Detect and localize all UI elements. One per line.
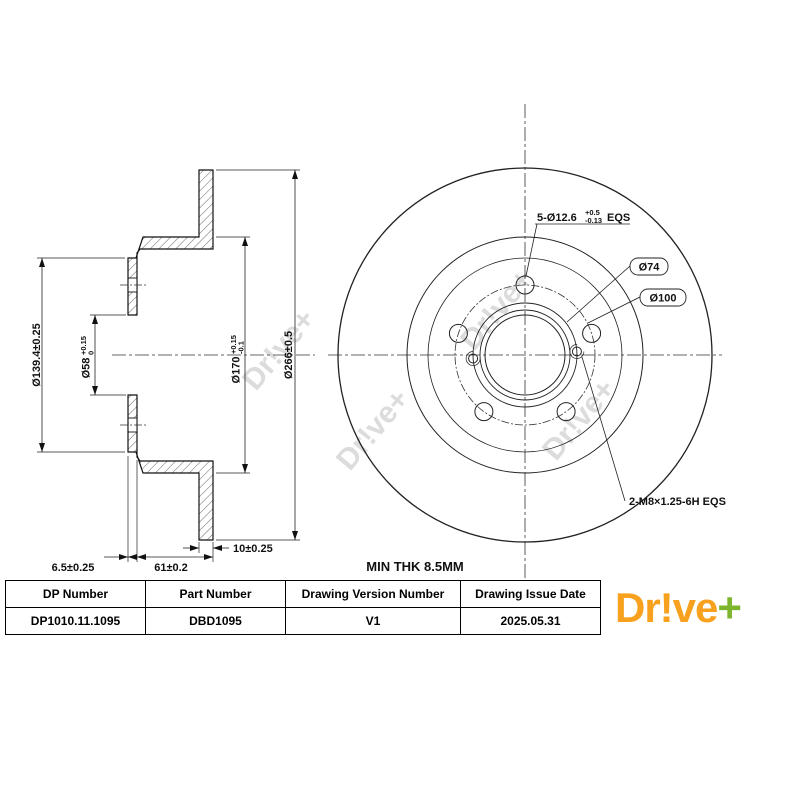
section-view: Ø139.4±0.25 Ø58 +0.15 0 Ø170 +: [31, 169, 315, 574]
drawing-info-table: DP Number Part Number Drawing Version Nu…: [5, 580, 601, 635]
min-thickness-note: MIN THK 8.5MM: [366, 559, 464, 574]
section-bottom-half: [127, 394, 214, 541]
table-header-row: DP Number Part Number Drawing Version Nu…: [5, 580, 601, 608]
watermark-text: Dr!ve+: [236, 303, 322, 396]
dim-bore-tol-top: +0.15: [79, 336, 88, 355]
dim-disc-thickness: 10±0.25: [183, 542, 273, 555]
outer-circle: [337, 167, 713, 543]
dim-bore-text: Ø58: [81, 358, 93, 379]
dim-hat-diameter-text: Ø139.4±0.25: [31, 323, 43, 387]
bolt-hole: [448, 323, 468, 343]
value-issue-date: 2025.05.31: [460, 607, 601, 635]
front-view: 5-Ø12.6 +0.5 -0.13 EQS Ø74 Ø100 2-M8×1.2…: [328, 104, 726, 578]
dim-outer-text: Ø266±0.5: [283, 331, 295, 379]
label-thread-holes: 2-M8×1.25-6H EQS: [581, 356, 726, 508]
bolt-hole: [582, 323, 602, 343]
hub-circle-d74: [472, 302, 578, 408]
dim-bore-tol-bottom: 0: [87, 351, 96, 355]
header-part-number: Part Number: [145, 580, 286, 608]
thread-hole: [569, 344, 585, 359]
flange-hole-section-top: [120, 277, 146, 293]
bore-chamfer-circle: [479, 309, 571, 401]
dim-hat-diameter: Ø139.4±0.25: [31, 257, 125, 453]
thread-hole: [465, 351, 481, 366]
dim-disc-thickness-text: 10±0.25: [233, 543, 273, 555]
drum-circle: [406, 236, 644, 474]
bolt-hole: [515, 275, 535, 295]
label-hub-circle: Ø74: [566, 257, 669, 323]
dim-overall-height-text: 61±0.2: [154, 562, 188, 574]
flange-circle: [427, 257, 623, 453]
logo-plus-icon: +: [717, 583, 742, 631]
title-block: DP Number Part Number Drawing Version Nu…: [5, 580, 742, 635]
bolt-circle: [454, 284, 596, 426]
label-bolt-holes-tol-top: +0.5: [585, 208, 600, 217]
dim-drum-tol-bottom: -0.1: [237, 341, 246, 354]
label-bolt-circle-text: Ø100: [650, 293, 677, 305]
dim-drum-text: Ø170: [231, 357, 243, 384]
label-thread-holes-text: 2-M8×1.25-6H EQS: [629, 496, 726, 508]
dim-flange-and-height: 6.5±0.25 61±0.2: [52, 456, 214, 574]
header-issue-date: Drawing Issue Date: [460, 580, 601, 608]
header-dp-number: DP Number: [5, 580, 146, 608]
flange-hole-section-bottom: [120, 417, 146, 433]
value-dp-number: DP1010.11.1095: [5, 607, 146, 635]
header-drawing-version: Drawing Version Number: [285, 580, 461, 608]
value-drawing-version: V1: [285, 607, 461, 635]
label-bolt-holes: 5-Ø12.6 +0.5 -0.13 EQS: [525, 208, 630, 277]
bore-circle: [484, 314, 566, 396]
dim-bore-diameter: Ø58 +0.15 0: [79, 314, 126, 396]
logo-text: Dr!ve: [615, 583, 718, 631]
label-bolt-holes-text: 5-Ø12.6: [537, 212, 577, 224]
bolt-hole: [556, 402, 576, 422]
bolt-hole: [474, 402, 494, 422]
technical-drawing: Dr!ve+ Dr!ve+ Dr!ve+ Dr!ve+: [31, 104, 726, 578]
label-hub-circle-text: Ø74: [639, 262, 661, 274]
brand-logo: Dr!ve+: [615, 581, 742, 635]
dim-outer-diameter: Ø266±0.5: [216, 169, 300, 541]
section-top-half: [127, 169, 214, 316]
label-bolt-holes-tol-bottom: -0.13: [585, 216, 602, 225]
dim-drum-diameter: Ø170 +0.15 -0.1: [216, 236, 250, 474]
table-value-row: DP1010.11.1095 DBD1095 V1 2025.05.31: [5, 607, 601, 635]
dim-drum-tol-top: +0.15: [229, 335, 238, 354]
value-part-number: DBD1095: [145, 607, 286, 635]
label-bolt-circle: Ø100: [587, 288, 687, 324]
label-bolt-holes-suffix: EQS: [607, 212, 630, 224]
dim-flange-thickness-text: 6.5±0.25: [52, 562, 95, 574]
